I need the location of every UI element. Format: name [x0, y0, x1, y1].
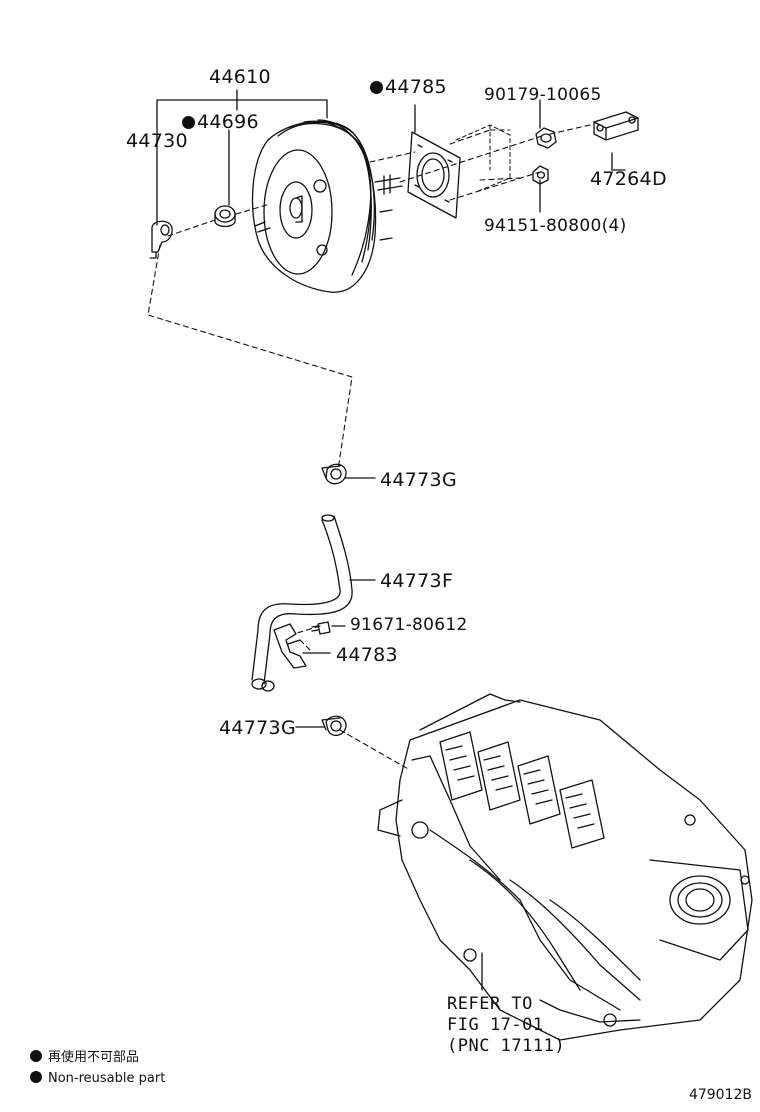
clevis-47264d — [593, 111, 639, 141]
label-44785-text: 44785 — [385, 76, 447, 98]
check-valve-44730 — [149, 220, 173, 259]
non-reusable-icon — [182, 116, 195, 129]
non-reusable-icon — [370, 81, 383, 94]
bracket-outline — [455, 124, 511, 193]
vacuum-hose-44773f — [251, 514, 353, 692]
label-47264d: 47264D — [590, 168, 667, 190]
figure-id: 479012B — [688, 1087, 752, 1103]
label-44696: 44696 — [182, 111, 259, 133]
non-reusable-icon — [30, 1071, 42, 1083]
label-44773g-bottom: 44773G — [219, 717, 296, 739]
legend-en: Non-reusable part — [30, 1070, 165, 1088]
bolt-91671-80612 — [311, 621, 331, 635]
legend-en-text: Non-reusable part — [48, 1071, 166, 1086]
gasket-44785 — [407, 131, 461, 219]
legend-jp-text: 再使用不可部品 — [48, 1050, 140, 1065]
label-94151-80800: 94151-80800(4) — [484, 216, 627, 236]
clamp-44773g-bottom — [321, 715, 347, 737]
nut-90179-10065 — [535, 127, 557, 149]
leader-lines — [156, 89, 626, 991]
intake-manifold — [377, 693, 753, 1041]
nut-94151-80800 — [532, 165, 549, 185]
non-reusable-icon — [30, 1050, 42, 1062]
clamp-44773g-top — [321, 463, 347, 485]
label-44773f: 44773F — [380, 570, 454, 592]
label-90179-10065: 90179-10065 — [484, 85, 602, 105]
label-44785: 44785 — [370, 76, 447, 98]
grommet-44696 — [214, 205, 236, 228]
clip-44783 — [273, 623, 307, 669]
refer-line-1: REFER TO — [447, 994, 533, 1014]
label-44610: 44610 — [209, 66, 271, 88]
label-44696-text: 44696 — [197, 111, 259, 133]
refer-line-3: (PNC 17111) — [447, 1036, 566, 1056]
label-44730: 44730 — [126, 130, 188, 152]
legend-jp: 再使用不可部品 — [30, 1049, 139, 1067]
label-91671-80612: 91671-80612 — [350, 615, 468, 635]
brake-booster — [251, 119, 403, 293]
refer-line-2: FIG 17-01 — [447, 1015, 544, 1035]
label-44783: 44783 — [336, 644, 398, 666]
refer-note: REFER TO FIG 17-01 (PNC 17111) — [447, 994, 565, 1057]
label-44773g-top: 44773G — [380, 469, 457, 491]
